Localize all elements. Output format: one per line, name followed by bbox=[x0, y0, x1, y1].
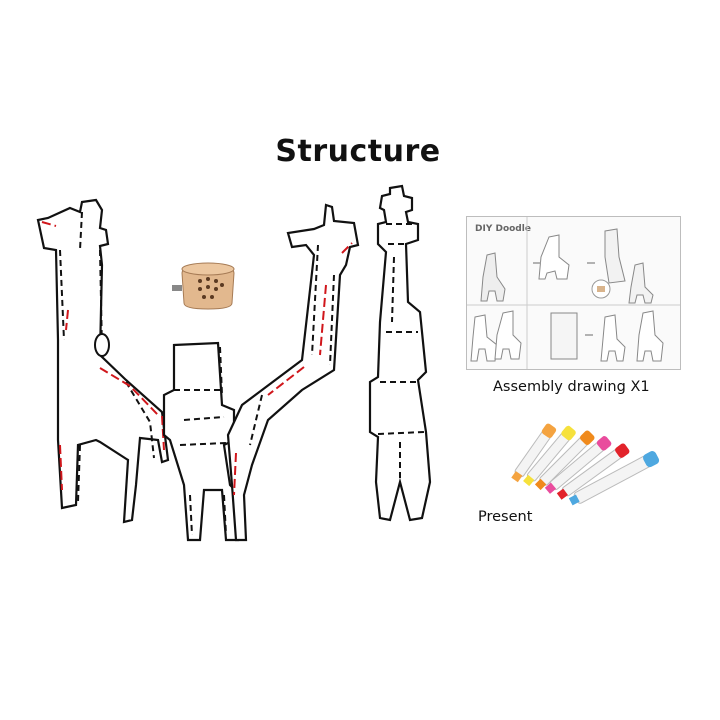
giraffe-right-piece bbox=[226, 203, 360, 542]
sheet-title: DIY Doodle bbox=[475, 224, 531, 234]
marker-pen-icon bbox=[511, 423, 660, 506]
side-strip-piece bbox=[368, 184, 432, 522]
page-title: Structure bbox=[275, 134, 441, 169]
assembly-caption: Assembly drawing X1 bbox=[493, 379, 650, 395]
assembly-steps-illustration bbox=[467, 217, 680, 369]
present-caption: Present bbox=[478, 509, 533, 525]
giraffe-left-piece bbox=[36, 198, 170, 524]
assembly-drawing-sheet: DIY Doodle bbox=[466, 216, 681, 370]
sound-box-icon bbox=[172, 262, 235, 310]
body-center-piece bbox=[162, 341, 240, 542]
